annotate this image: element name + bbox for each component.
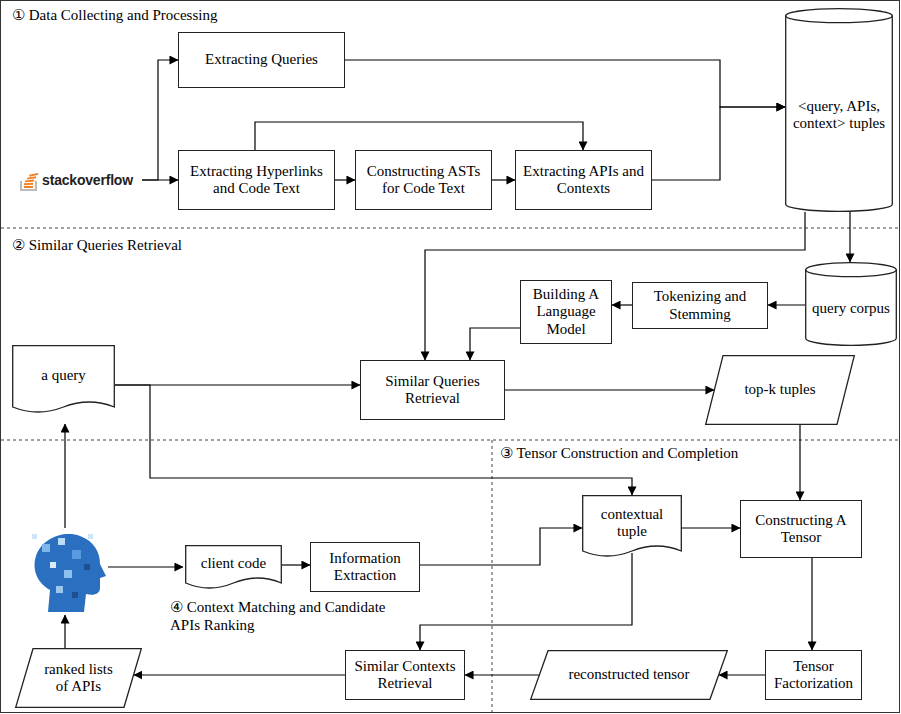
node-text: Extracting Queries [205,51,318,68]
node-text: a query [41,367,86,384]
flow-arrow [719,674,765,675]
section-divider [1,440,899,441]
flow-arrow [282,564,310,565]
head-to-query-arrow [64,424,65,528]
flow-arrow [612,304,632,305]
node-text: Similar Contexts Retrieval [352,658,458,693]
node-text: Extracting APIs and Contexts [522,163,645,198]
node-text: reconstructed tensor [568,666,689,683]
section-title: ① Data Collecting and Processing [12,6,332,24]
node-text: Extracting Hyperlinks and Code Text [185,163,328,198]
data-parallelogram: top-k tuples [705,355,855,425]
flow-arrow [142,179,178,180]
flow-arrow [420,553,632,650]
flow-arrow [345,60,785,107]
flow-arrow [255,122,583,150]
node-text: top-k tuples [744,381,815,398]
node-text: query corpus [812,300,890,317]
section-divider [492,440,493,712]
node-text: ranked lists of APIs [37,661,120,696]
node-text: Building A Language Model [527,286,605,338]
data-parallelogram: reconstructed tensor [530,650,728,700]
flow-arrow [425,212,805,360]
process-box: Building A Language Model [520,280,612,344]
process-box: Extracting Queries [178,32,345,88]
node-text: Information Extraction [317,550,413,585]
process-box: Extracting Hyperlinks and Code Text [178,150,335,210]
source-logo: stackoverflow [10,160,142,200]
node-text: Constructing ASTs for Code Text [362,163,485,198]
node-text: client code [201,555,266,572]
logo-icon [19,168,39,192]
flow-arrow [682,527,740,528]
document-shape: a query [12,345,115,417]
flow-arrow [115,384,360,385]
document-shape: contextual tuple [582,495,682,561]
node-text: Tensor Factorization [772,658,855,693]
data-store-cylinder: query corpus [805,262,897,346]
section-title: ④ Context Matching and Candidate APIs Ra… [170,598,390,634]
process-box: Similar Contexts Retrieval [345,650,465,700]
section-title: ② Similar Queries Retrieval [12,236,272,254]
process-box: Similar Queries Retrieval [360,360,505,420]
node-text: Tokenizing and Stemming [639,288,761,323]
process-box: Tensor Factorization [765,650,862,700]
node-text: Similar Queries Retrieval [367,373,498,408]
head-icon [32,534,106,612]
data-parallelogram: ranked lists of APIs [15,648,142,708]
flow-arrow [492,179,515,180]
flow-arrow [849,212,850,262]
node-text: <query, APIs, context> tuples [791,98,887,133]
node-text: contextual tuple [588,506,676,541]
section-title: ③ Tensor Construction and Completion [500,444,800,462]
process-box: Constructing ASTs for Code Text [355,150,492,210]
flow-arrow [505,389,714,390]
node-text: Constructing A Tensor [747,512,855,547]
head-to-code-arrow [108,566,183,567]
flow-arrow [134,674,345,675]
flow-arrow [652,107,785,180]
process-box: Information Extraction [310,542,420,592]
results-to-head-arrow [64,615,65,648]
flow-arrow [799,425,800,500]
flow-arrow [335,179,355,180]
flow-arrow [811,558,812,650]
flow-arrow [142,60,178,180]
document-shape: client code [185,545,282,593]
node-text: stackoverflow [42,173,133,187]
process-box: Extracting APIs and Contexts [515,150,652,210]
process-box: Constructing A Tensor [740,500,862,558]
flow-arrow [465,674,539,675]
process-box: Tokenizing and Stemming [632,282,768,329]
flow-arrow [470,328,520,360]
data-store-cylinder: <query, APIs, context> tuples [785,8,893,212]
section-divider [1,228,899,229]
flow-arrow [768,304,805,305]
flow-arrow [420,528,582,565]
